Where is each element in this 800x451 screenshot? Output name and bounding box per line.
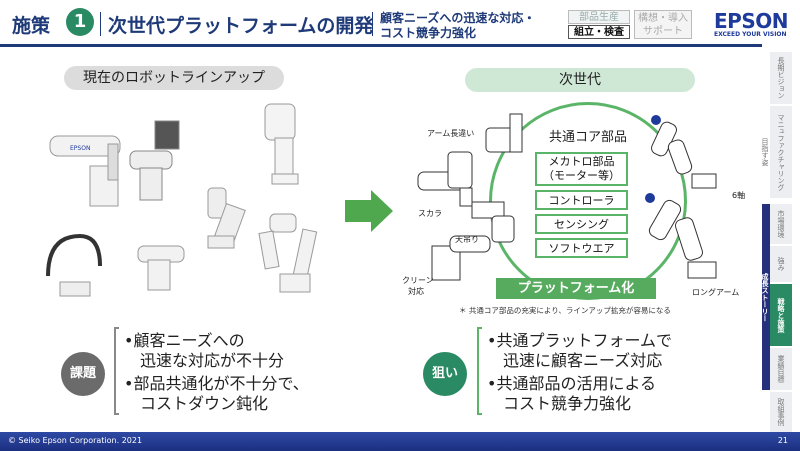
slide-footer: © Seiko Epson Corporation. 2021 21 — [0, 432, 800, 451]
robot-long-arm-outline — [645, 193, 717, 279]
aim-badge: 狙い — [423, 352, 467, 396]
tag-concept-line1: 構想・導入 — [638, 13, 688, 24]
sidebar-item-long-term-vision[interactable]: 長期ビジョン — [770, 52, 792, 104]
label-six-axis: 6軸 — [732, 191, 746, 200]
page-number: 21 — [777, 436, 788, 445]
next-gen-robots-illustration — [417, 113, 717, 281]
slide-header: 施策 1 次世代プラットフォームの開発 顧客ニーズへの迅速な対応・ コスト競争力… — [0, 0, 800, 50]
aim-line1: •共通プラットフォームで — [487, 331, 672, 350]
sidebar-nav: 長期ビジョン マニュファクチャリング 目指す姿 市場環境 強み 戦略と施策 業績… — [761, 50, 800, 432]
label-clean-line1: クリーン — [402, 276, 434, 285]
robot-arm-length-variant — [485, 113, 523, 153]
issue-line3: •部品共通化が不十分で、 — [124, 374, 309, 393]
common-core-title: 共通コア部品 — [548, 130, 627, 145]
sidebar-group-growth: 成長ストーリー — [761, 272, 769, 322]
current-robot-lineup-illustration: EPSON — [46, 103, 318, 297]
lineup-expansion-note: ＊ 共通コア部品の充実により、ラインアップ拡充が容易になる — [459, 306, 671, 315]
tag-concept-line2: サポート — [643, 26, 683, 37]
aim-line3: •共通部品の活用による — [487, 374, 656, 393]
core-item-controller: コントローラ — [535, 190, 628, 210]
tag-concept: 構想・導入 サポート — [634, 10, 692, 39]
header-number-badge: 1 — [66, 8, 94, 36]
robot-six-axis-2 — [207, 187, 246, 249]
aim-bracket — [477, 327, 482, 415]
label-clean-line2: 対応 — [408, 287, 424, 296]
label-ceiling: 天吊り — [455, 235, 479, 244]
robot-clean-outline — [431, 235, 491, 281]
issue-line1: •顧客ニーズへの — [124, 331, 245, 350]
header-subtitle-line2: コスト競争力強化 — [380, 26, 477, 40]
sidebar-item-strategy[interactable]: 戦略と施策 — [770, 284, 792, 346]
sidebar-item-strength[interactable]: 強み — [770, 246, 792, 282]
tag-production: 部品生産 — [568, 10, 630, 24]
issue-line4: コストダウン鈍化 — [124, 394, 269, 413]
label-arm-length: アーム長違い — [427, 129, 475, 138]
sidebar-group-bar — [762, 204, 770, 390]
robot-six-axis-1 — [264, 103, 299, 185]
sidebar-group-goal: 目指す姿 — [761, 138, 769, 166]
core-item-sensing: センシング — [535, 214, 628, 234]
issue-badge: 課題 — [61, 352, 105, 396]
header-subtitle-line1: 顧客ニーズへの迅速な対応・ — [380, 11, 536, 25]
sidebar-item-targets[interactable]: 業績目標 — [770, 348, 792, 390]
robot-ceiling-outline — [471, 201, 515, 243]
sidebar-item-cases[interactable]: 取組事例 — [770, 392, 792, 432]
epson-logo: EPSON — [714, 9, 788, 33]
robot-scara-3 — [137, 245, 185, 291]
core-item-mechatronics: メカトロ部品 （モーター等） — [535, 152, 628, 186]
sidebar-item-market[interactable]: 市場環境 — [770, 204, 792, 244]
platform-banner: プラットフォーム化 — [496, 278, 656, 299]
label-scara: スカラ — [418, 209, 442, 218]
svg-text:EPSON: EPSON — [70, 145, 90, 152]
header-prefix: 施策 — [12, 15, 51, 37]
robot-scara-2 — [129, 120, 180, 201]
robot-six-axis-outline — [651, 115, 717, 189]
label-long-arm: ロングアーム — [692, 288, 740, 297]
robot-scara-1: EPSON — [49, 135, 121, 207]
current-lineup-heading: 現在のロボットラインアップ — [64, 66, 284, 90]
page-title: 次世代プラットフォームの開発 — [108, 15, 374, 37]
sidebar-item-manufacturing[interactable]: マニュファクチャリング — [770, 106, 792, 198]
next-generation-heading: 次世代 — [465, 68, 695, 92]
transition-arrow-icon — [345, 190, 393, 232]
tag-assembly: 組立・検査 — [568, 25, 630, 39]
issue-bracket — [114, 327, 119, 415]
header-separator — [100, 12, 101, 36]
aim-line4: コスト競争力強化 — [487, 394, 632, 413]
robot-arch — [46, 233, 102, 297]
issue-line2: 迅速な対応が不十分 — [124, 351, 285, 370]
logo-tagline: EXCEED YOUR VISION — [714, 31, 787, 38]
robot-dual-arm — [258, 213, 318, 293]
header-divider — [0, 44, 762, 47]
aim-line2: 迅速に顧客ニーズ対応 — [487, 351, 663, 370]
core-item-software: ソフトウエア — [535, 238, 628, 258]
copyright: © Seiko Epson Corporation. 2021 — [8, 436, 143, 445]
header-separator-2 — [372, 12, 373, 36]
robot-scara-outline — [417, 151, 473, 207]
